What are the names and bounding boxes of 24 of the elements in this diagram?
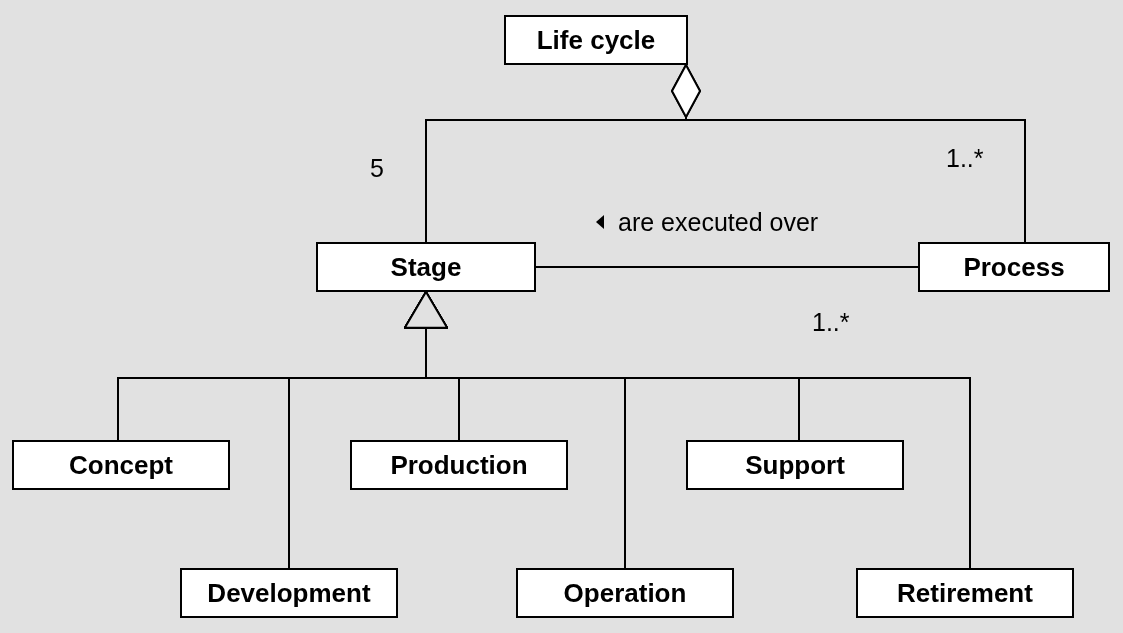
class-box bbox=[180, 568, 398, 618]
class-box bbox=[316, 242, 536, 292]
class-name: Support bbox=[745, 449, 845, 481]
class-name: Retirement bbox=[897, 577, 1033, 609]
class-box bbox=[12, 440, 230, 490]
class-name: Concept bbox=[69, 449, 173, 481]
multiplicity-label: 1..* bbox=[946, 146, 984, 171]
class-box bbox=[856, 568, 1074, 618]
aggregation-line bbox=[670, 62, 1026, 243]
class-box bbox=[504, 15, 688, 65]
class-name: Development bbox=[207, 577, 371, 609]
class-name: Process bbox=[963, 251, 1065, 283]
class-box bbox=[516, 568, 734, 618]
class-box bbox=[350, 440, 568, 490]
association-line bbox=[535, 266, 919, 268]
class-name: Production bbox=[390, 449, 528, 481]
class-name: Operation bbox=[563, 577, 687, 609]
class-box bbox=[686, 440, 904, 490]
class-box bbox=[918, 242, 1110, 292]
class-name: Life cycle bbox=[536, 24, 656, 56]
class-name: Stage bbox=[390, 251, 462, 283]
generalization-arrow bbox=[404, 291, 971, 569]
multiplicity-label: 5 bbox=[370, 156, 384, 181]
multiplicity-label: 1..* bbox=[812, 310, 850, 335]
